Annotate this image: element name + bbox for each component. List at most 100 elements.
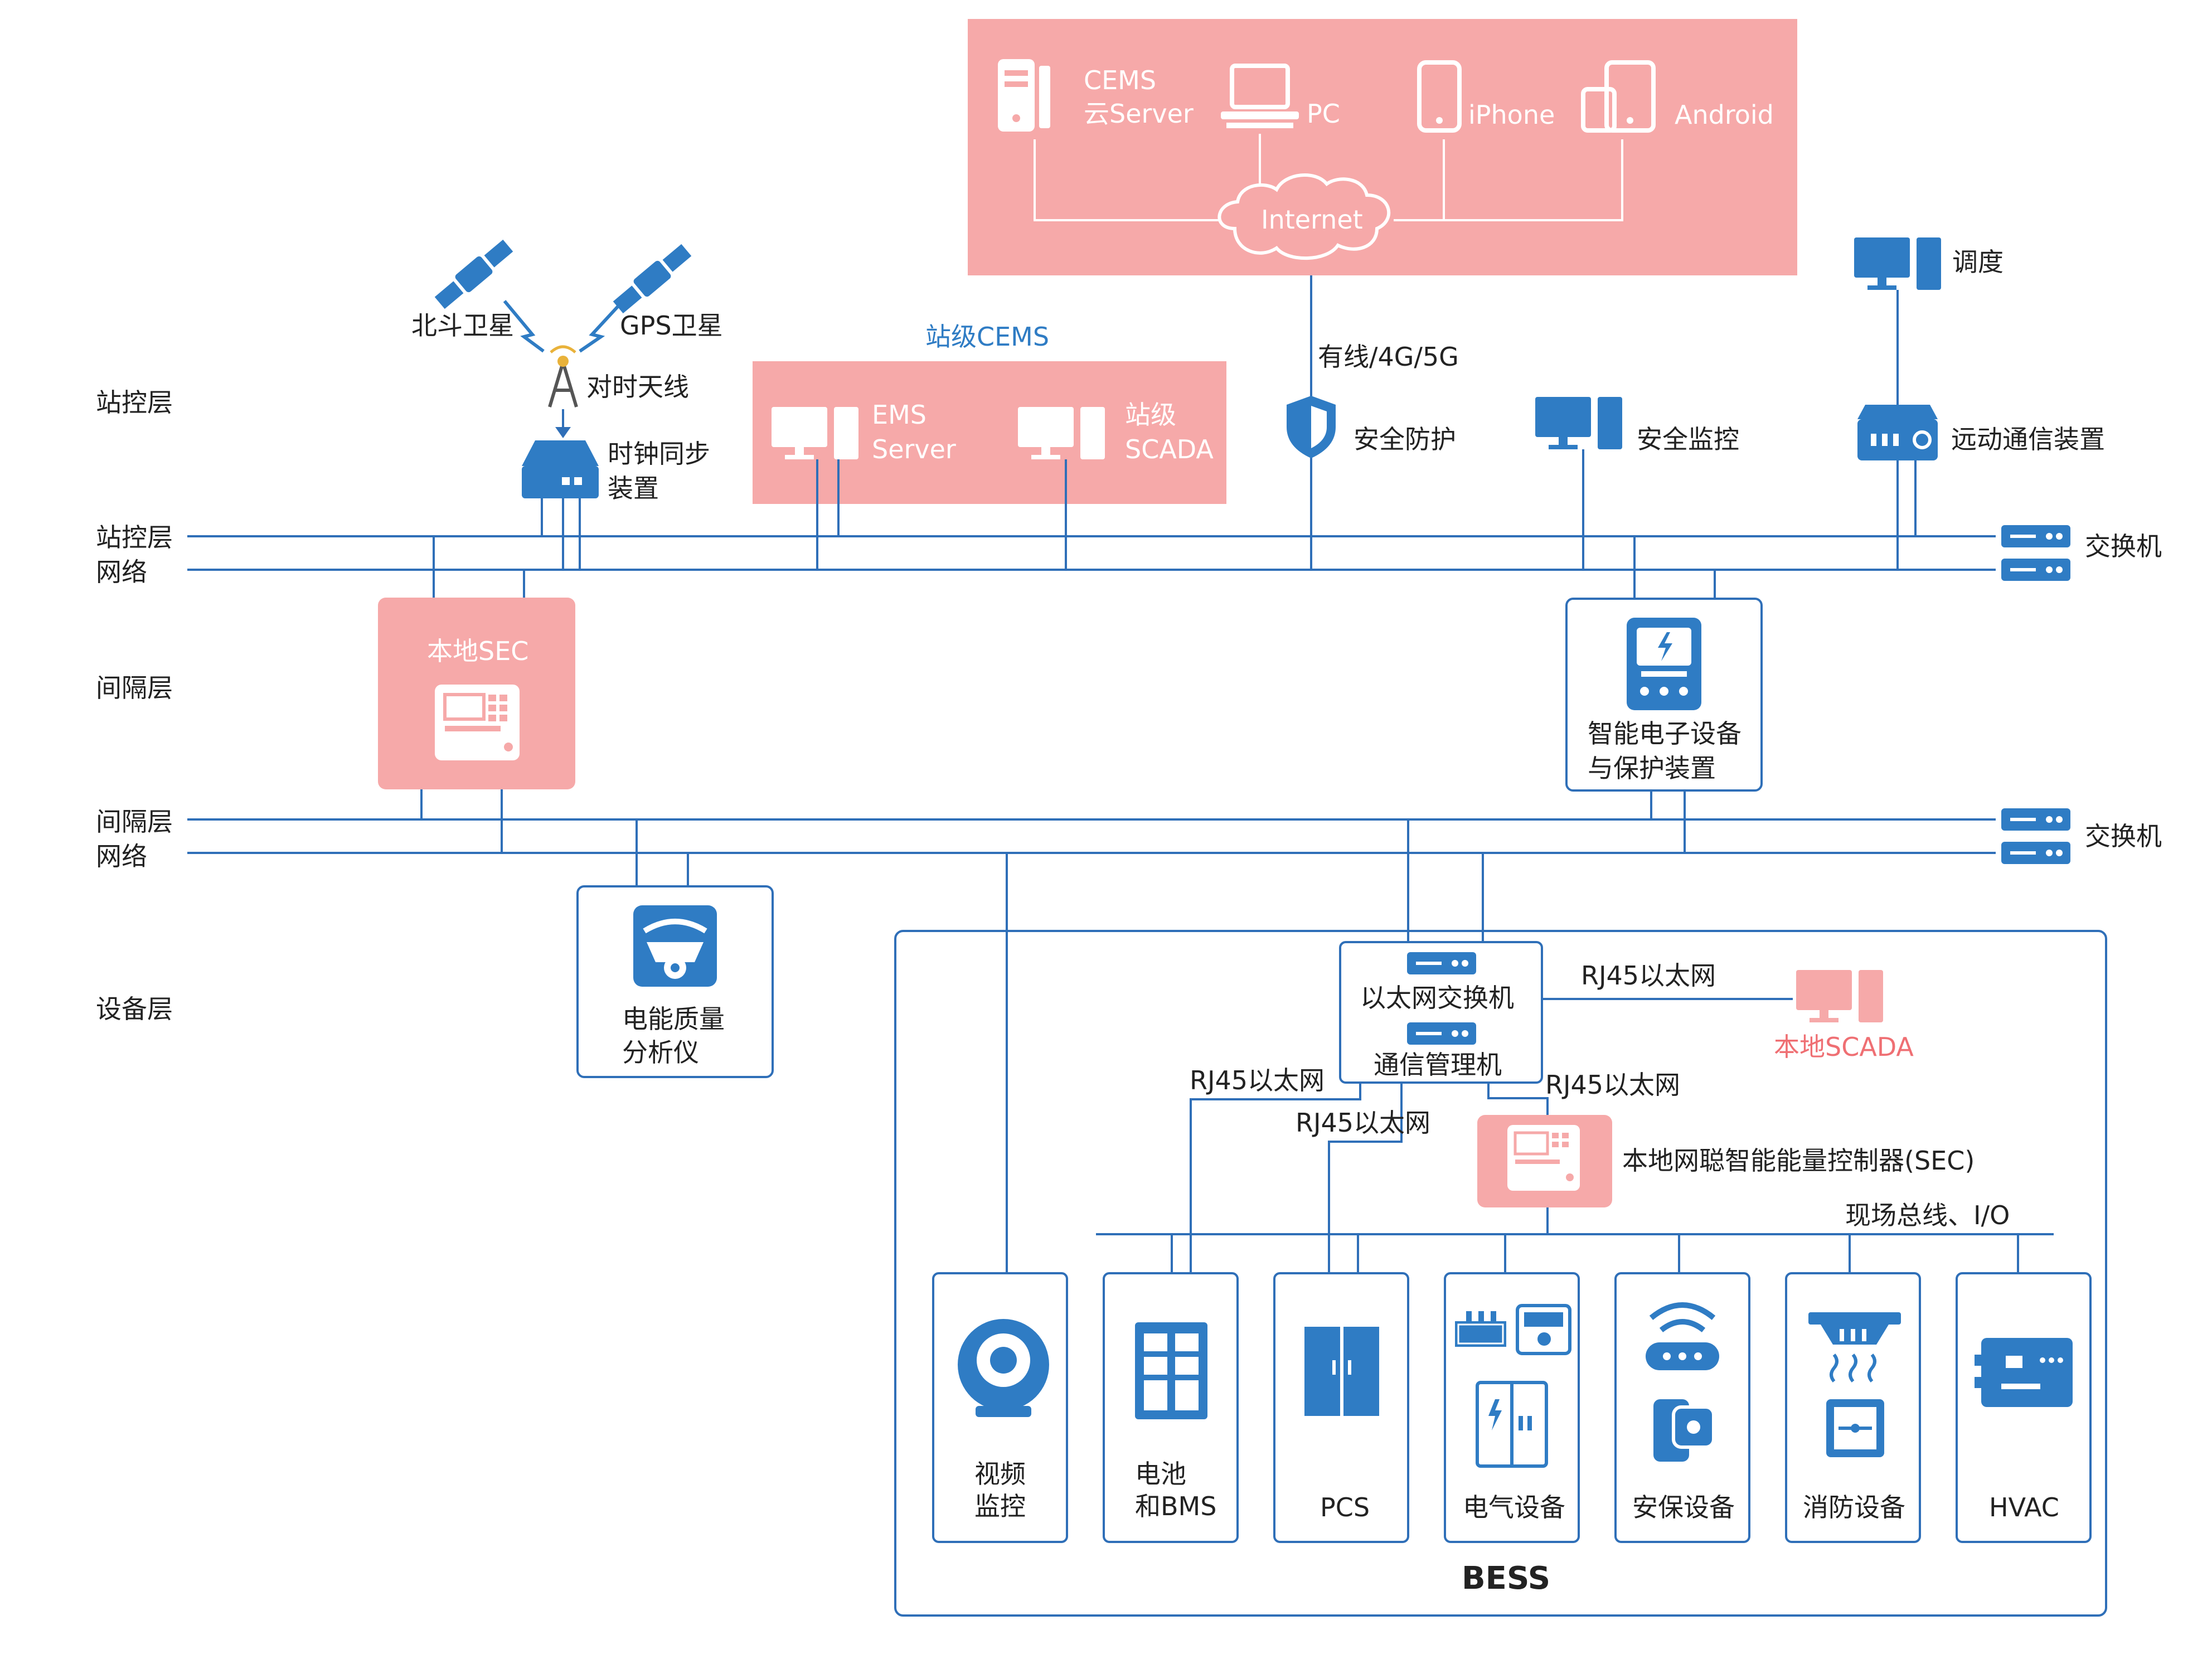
video-label-1: 视频 (974, 1459, 1026, 1489)
security-shield-icon (1287, 396, 1336, 458)
station-cems-box: EMS Server 站级 SCADA (753, 361, 1226, 504)
local-scada-icon (1796, 970, 1883, 1022)
pc-label: PC (1307, 99, 1340, 129)
layer-station-net-2: 网络 (96, 557, 147, 587)
ied-protection-box: 智能电子设备 与保护装置 (1565, 598, 1763, 792)
station-network-bus (187, 535, 1996, 571)
rj45-top-label: RJ45以太网 (1581, 961, 1716, 991)
layer-station: 站控层 (96, 387, 173, 418)
local-sec-label: 本地SEC (427, 636, 528, 666)
security-equipment-label: 安保设备 (1632, 1492, 1735, 1522)
video-monitor-box: 视频 监控 (932, 1272, 1068, 1543)
hvac-label: HVAC (1989, 1492, 2059, 1522)
ems-label-1: EMS (872, 400, 926, 430)
local-scada-label: 本地SCADA (1774, 1032, 1914, 1062)
battery-rack-icon (1135, 1322, 1207, 1419)
camera-icon (958, 1319, 1049, 1417)
pcs-cabinet-icon (1304, 1327, 1379, 1416)
bess-title: BESS (1462, 1560, 1550, 1597)
electrical-equipment-box: 电气设备 (1444, 1272, 1580, 1543)
station-scada-label-2: SCADA (1125, 434, 1214, 464)
ied-label-1: 智能电子设备 (1588, 719, 1742, 749)
video-label-2: 监控 (974, 1491, 1026, 1521)
battery-label-1: 电池 (1135, 1459, 1186, 1489)
cems-label: CEMS (1084, 65, 1156, 95)
rj45-mid-label: RJ45以太网 (1296, 1108, 1430, 1138)
dispatch-label: 调度 (1952, 247, 2004, 277)
smoke-detector-icon (1808, 1312, 1901, 1382)
internet-cloud-icon: Internet (1217, 173, 1391, 260)
bess-container (894, 930, 2107, 1617)
station-switch-icon (2001, 525, 2070, 581)
power-quality-label-2: 分析仪 (622, 1037, 699, 1068)
security-monitor-icon (1535, 397, 1622, 449)
rj45-left-label: RJ45以太网 (1190, 1065, 1325, 1095)
station-scada-label-1: 站级 (1125, 400, 1176, 430)
battery-label-2: 和BMS (1135, 1491, 1216, 1521)
wired-4g-5g-label: 有线/4G/5G (1318, 342, 1459, 372)
remote-comm-label: 远动通信装置 (1951, 424, 2105, 454)
wifi-device-icon (1646, 1302, 1719, 1370)
security-monitor-label: 安全监控 (1637, 424, 1739, 454)
android-tablet-icon (1581, 60, 1656, 133)
sec-controller-icon (435, 685, 520, 760)
pcs-label: PCS (1320, 1492, 1370, 1522)
gps-satellite-icon (613, 244, 692, 314)
sec-energy-controller-box (1477, 1115, 1612, 1207)
layer-bay: 间隔层 (96, 673, 173, 703)
battery-bms-box: 电池 和BMS (1103, 1272, 1239, 1543)
station-switch-label: 交换机 (2085, 531, 2162, 561)
security-equipment-box: 安保设备 (1614, 1272, 1750, 1543)
laptop-icon (1221, 64, 1299, 128)
fieldbus-label: 现场总线、I/O (1845, 1200, 2010, 1230)
layer-bay-net-1: 间隔层 (96, 807, 173, 837)
clock-sync-device-icon (522, 440, 599, 498)
clock-sync-label-1: 时钟同步 (608, 439, 710, 469)
meter-icon (1516, 1304, 1571, 1355)
security-protection-label: 安全防护 (1354, 424, 1456, 454)
bay-switch-label: 交换机 (2085, 821, 2162, 851)
internet-label: Internet (1261, 205, 1363, 235)
layer-station-net-1: 站控层 (96, 522, 173, 552)
rj45-right-label: RJ45以太网 (1545, 1070, 1680, 1100)
transformer-icon (1455, 1311, 1506, 1347)
fire-equipment-box: 消防设备 (1785, 1272, 1921, 1543)
comm-manager-label: 通信管理机 (1374, 1050, 1502, 1080)
gps-label: GPS卫星 (620, 311, 723, 341)
ems-label-2: Server (872, 434, 956, 464)
hvac-box: HVAC (1956, 1272, 2092, 1543)
station-cems-title: 站级CEMS (925, 322, 1049, 352)
comm-manager-icon (1407, 1022, 1476, 1045)
power-quality-icon (633, 905, 717, 987)
eth-switch-comm-box: 以太网交换机 通信管理机 (1339, 941, 1543, 1084)
layer-device: 设备层 (96, 994, 173, 1024)
cloud-cems-box: CEMS 云Server PC iPhone Android Internet (968, 19, 1797, 275)
power-quality-analyzer-box: 电能质量 分析仪 (576, 885, 774, 1078)
eth-switch-label: 以太网交换机 (1360, 983, 1514, 1013)
ied-icon (1627, 618, 1701, 710)
layer-bay-net-2: 网络 (96, 841, 147, 871)
beidou-satellite-icon (434, 239, 513, 309)
iphone-icon (1417, 60, 1462, 133)
electrical-label: 电气设备 (1463, 1492, 1565, 1522)
power-quality-label-1: 电能质量 (622, 1004, 725, 1034)
pcs-box: PCS (1273, 1272, 1409, 1543)
clock-sync-label-2: 装置 (608, 473, 659, 503)
ied-label-2: 与保护装置 (1588, 753, 1716, 783)
hvac-unit-icon (1975, 1338, 2073, 1407)
bay-switch-icon (2001, 808, 2070, 864)
eth-switch-icon (1407, 952, 1476, 974)
access-control-icon (1653, 1399, 1715, 1462)
ups-icon (1476, 1381, 1548, 1468)
beidou-label: 北斗卫星 (411, 311, 514, 341)
antenna-icon (548, 345, 578, 408)
antenna-label: 对时天线 (586, 372, 689, 402)
android-label: Android (1675, 100, 1774, 130)
remote-comm-device-icon (1857, 405, 1938, 460)
fire-alarm-icon (1826, 1399, 1884, 1457)
local-sec-box: 本地SEC (378, 598, 575, 789)
fire-equipment-label: 消防设备 (1803, 1492, 1905, 1522)
bay-network-bus (187, 818, 1996, 854)
iphone-label: iPhone (1468, 100, 1555, 130)
